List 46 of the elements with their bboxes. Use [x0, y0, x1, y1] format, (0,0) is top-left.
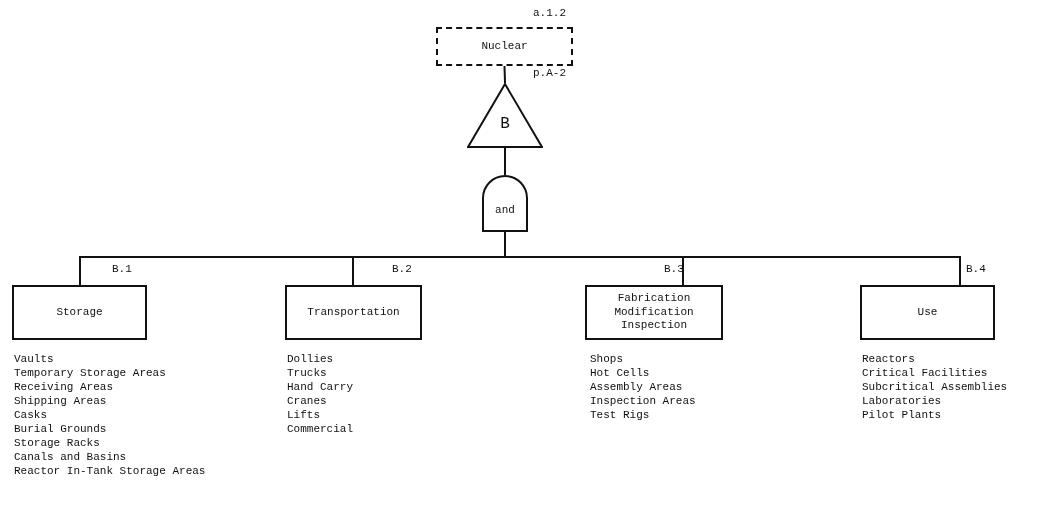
- node-label: Nuclear: [481, 39, 528, 54]
- node-label: B: [500, 114, 510, 134]
- list-item: Temporary Storage Areas: [14, 366, 166, 380]
- event-box: [585, 285, 723, 340]
- list-item: Critical Facilities: [862, 366, 988, 380]
- list-item: Hot Cells: [590, 366, 650, 380]
- list-item: Storage Racks: [14, 436, 100, 450]
- list-item: Inspection Areas: [590, 394, 696, 408]
- node-label: Storage: [56, 305, 103, 320]
- transfer-triangle: [467, 83, 543, 148]
- list-item: Lifts: [287, 408, 320, 422]
- event-code: a.1.2: [533, 6, 566, 20]
- node-label: Transportation: [307, 305, 400, 320]
- list-item: Hand Carry: [287, 380, 353, 394]
- list-item: Laboratories: [862, 394, 942, 408]
- and-gate: [482, 175, 528, 232]
- list-item: Dollies: [287, 352, 334, 366]
- event-code: B.2: [392, 262, 412, 276]
- node-label: and: [495, 203, 515, 218]
- list-item: Commercial: [287, 422, 353, 436]
- list-item: Subcritical Assemblies: [862, 380, 1008, 394]
- event-code: p.A-2: [533, 66, 566, 80]
- event-code: B.1: [112, 262, 132, 276]
- node-label: Fabrication Modification Inspection: [613, 291, 695, 334]
- list-item: Test Rigs: [590, 408, 650, 422]
- list-item: Shops: [590, 352, 623, 366]
- event-box: [12, 285, 147, 340]
- list-item: Vaults: [14, 352, 54, 366]
- node-label: Use: [917, 305, 938, 320]
- list-item: Cranes: [287, 394, 327, 408]
- list-item: Casks: [14, 408, 47, 422]
- list-item: Receiving Areas: [14, 380, 114, 394]
- list-item: Pilot Plants: [862, 408, 942, 422]
- event-code: B.4: [966, 262, 986, 276]
- event-box: [860, 285, 995, 340]
- list-item: Burial Grounds: [14, 422, 107, 436]
- event-box: [285, 285, 422, 340]
- list-item: Assembly Areas: [590, 380, 683, 394]
- dashed-event-box: [436, 27, 573, 66]
- list-item: Reactors: [862, 352, 915, 366]
- list-item: Canals and Basins: [14, 450, 127, 464]
- list-item: Shipping Areas: [14, 394, 107, 408]
- connector-line: [503, 65, 506, 84]
- list-item: Trucks: [287, 366, 327, 380]
- connector-line: [504, 147, 506, 176]
- list-item: Reactor In-Tank Storage Areas: [14, 464, 206, 478]
